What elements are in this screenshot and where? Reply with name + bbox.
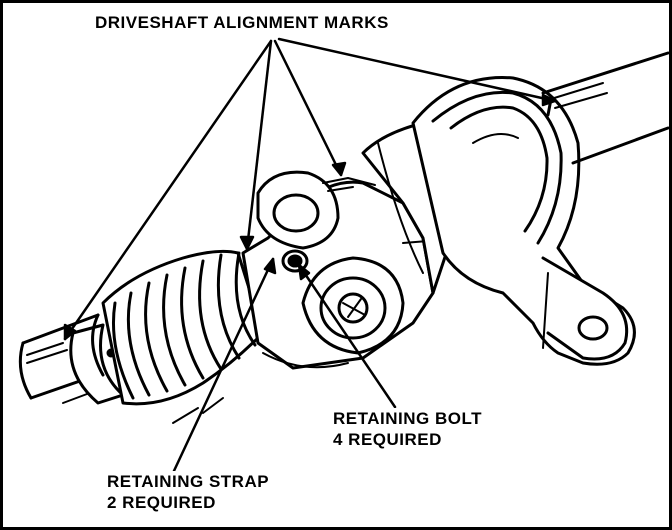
retaining-bolt-text: RETAINING BOLT xyxy=(333,409,482,428)
universal-joint xyxy=(241,170,435,370)
retaining-strap-quantity: 2 REQUIRED xyxy=(107,493,216,512)
driveshaft-illustration xyxy=(18,37,669,475)
alignment-marks-leaders xyxy=(63,37,557,341)
alignment-marks-text: DRIVESHAFT ALIGNMENT MARKS xyxy=(95,13,389,32)
alignment-marks-label: DRIVESHAFT ALIGNMENT MARKS xyxy=(95,12,389,33)
retaining-bolt-quantity: 4 REQUIRED xyxy=(333,430,442,449)
center-bearing-bracket xyxy=(411,76,636,366)
retaining-bolt-label: RETAINING BOLT 4 REQUIRED xyxy=(333,408,482,450)
bolt-strap-leaders xyxy=(171,257,397,475)
retaining-strap-text: RETAINING STRAP xyxy=(107,472,270,491)
left-driveshaft-tube xyxy=(18,313,105,404)
rubber-boot xyxy=(101,249,265,424)
retaining-strap-label: RETAINING STRAP 2 REQUIRED xyxy=(107,471,270,513)
